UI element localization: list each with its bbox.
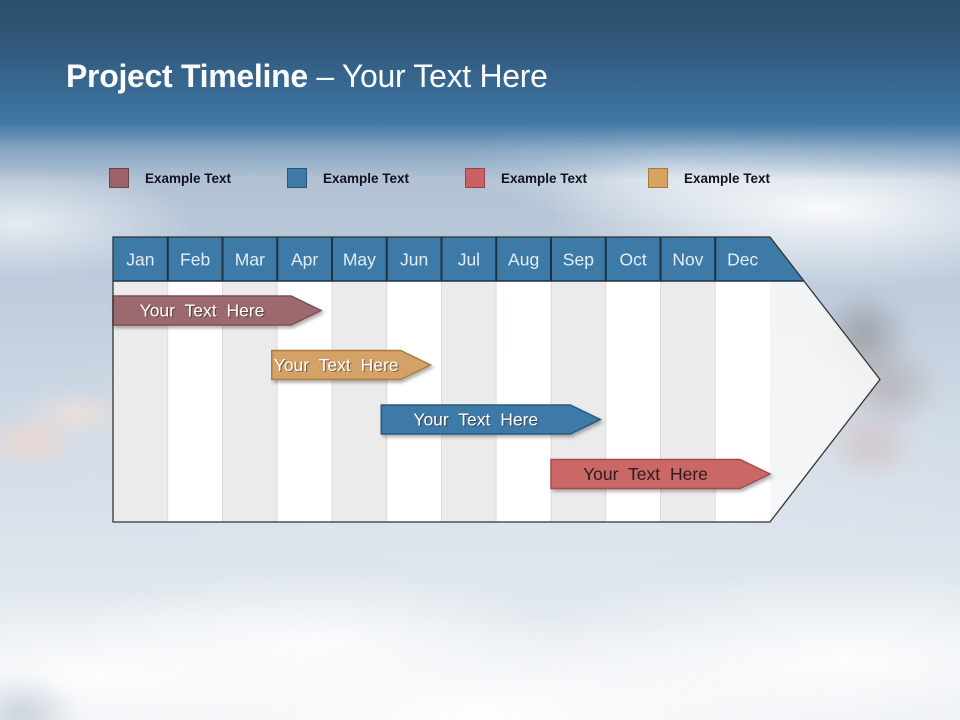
page-title: Project Timeline – Your Text Here bbox=[66, 58, 548, 95]
month-label: Jun bbox=[400, 250, 428, 270]
legend-item[interactable]: Example Text bbox=[109, 168, 231, 188]
month-column bbox=[386, 281, 442, 522]
legend-color-chip bbox=[287, 168, 307, 188]
legend-label: Example Text bbox=[323, 170, 410, 186]
bar-label: Your Text Here bbox=[413, 410, 538, 430]
legend-item[interactable]: Example Text bbox=[465, 168, 587, 188]
background-photo-corner bbox=[0, 660, 100, 720]
month-label: Aug bbox=[508, 250, 539, 270]
legend-item[interactable]: Example Text bbox=[287, 168, 409, 188]
month-label: Mar bbox=[235, 250, 265, 270]
page-title-subtitle: – Your Text Here bbox=[316, 58, 548, 94]
page-title-main: Project Timeline bbox=[66, 58, 308, 94]
bar-label-shadow: Your Text Here bbox=[275, 356, 400, 376]
background-photo-feet bbox=[0, 382, 122, 474]
bar-label: Your Text Here bbox=[583, 464, 708, 484]
month-label: Jul bbox=[458, 250, 480, 270]
chart-reflection bbox=[113, 524, 880, 720]
timeline-bar[interactable] bbox=[380, 404, 602, 435]
timeline-bar[interactable] bbox=[271, 349, 433, 381]
month-label: Jan bbox=[126, 250, 154, 270]
month-label: Feb bbox=[180, 250, 210, 270]
timeline-arrow-outline bbox=[112, 236, 881, 523]
legend-label: Example Text bbox=[145, 170, 232, 186]
month-label: May bbox=[343, 250, 376, 270]
legend-item[interactable]: Example Text bbox=[648, 168, 770, 188]
month-header-band bbox=[113, 237, 804, 281]
month-label: Oct bbox=[620, 250, 647, 270]
month-column bbox=[496, 281, 551, 522]
legend-label: Example Text bbox=[684, 170, 771, 186]
month-label: Sep bbox=[563, 250, 594, 270]
month-label: Nov bbox=[672, 250, 703, 270]
bar-label-shadow: Your Text Here bbox=[415, 411, 540, 431]
month-label: Dec bbox=[727, 250, 758, 270]
month-column bbox=[332, 281, 387, 522]
bar-label: Your Text Here bbox=[274, 355, 399, 375]
month-column bbox=[441, 281, 497, 522]
legend-color-chip bbox=[465, 168, 485, 188]
timeline-bar-group: Your Text Here bbox=[550, 458, 772, 490]
timeline-bar[interactable] bbox=[550, 458, 772, 490]
slide-header-band bbox=[0, 0, 960, 180]
legend-color-chip bbox=[109, 168, 129, 188]
legend-label: Example Text bbox=[501, 170, 588, 186]
bar-label: Your Text Here bbox=[140, 301, 265, 321]
legend-color-chip bbox=[648, 168, 668, 188]
month-label: Apr bbox=[291, 250, 318, 270]
bar-label-shadow: Your Text Here bbox=[141, 302, 266, 322]
